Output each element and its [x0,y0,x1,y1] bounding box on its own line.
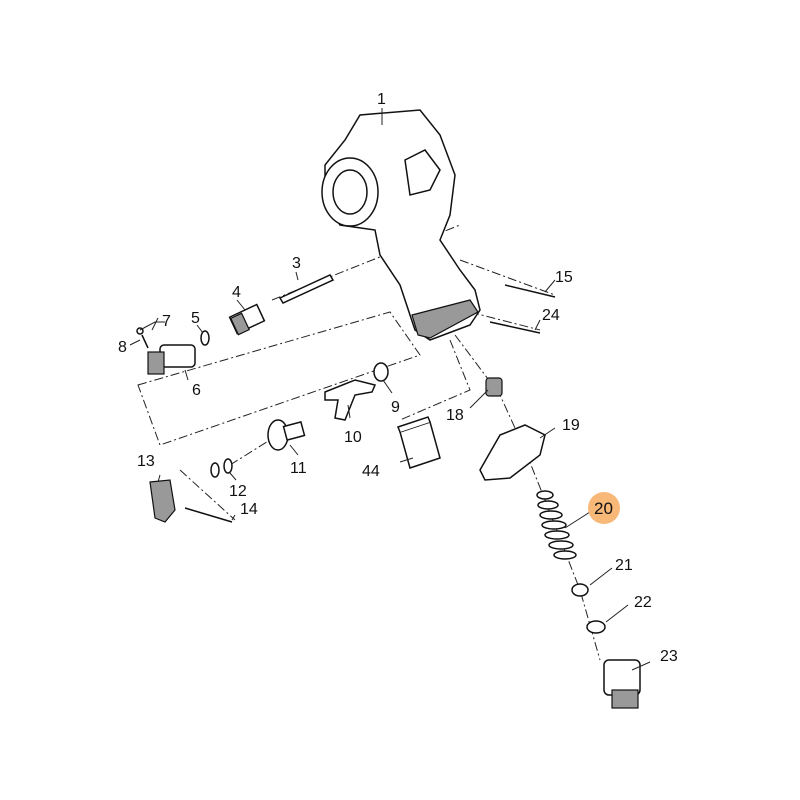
callout-1[interactable]: 1 [377,91,386,108]
part-18-fitting[interactable] [485,377,503,397]
callout-6[interactable]: 6 [192,382,201,399]
part-15-pin[interactable] [504,284,556,298]
leader-lines [129,108,651,671]
callout-3[interactable]: 3 [292,255,301,272]
part-19-plate[interactable] [479,424,546,481]
callout-7[interactable]: 7 [162,313,171,330]
part-13-trigger[interactable] [149,479,176,523]
part-5-o-ring[interactable] [200,330,210,346]
part-24-pin[interactable] [489,321,541,334]
part-44-block[interactable] [397,416,441,469]
callout-44[interactable]: 44 [362,463,380,480]
part-20-spring[interactable] [536,490,577,560]
callout-14[interactable]: 14 [240,501,258,518]
part-14-pin[interactable] [184,507,233,523]
part-12-o-rings[interactable] [210,458,233,478]
callout-23[interactable]: 23 [660,648,678,665]
callout-24[interactable]: 24 [542,307,560,324]
callout-19[interactable]: 19 [562,417,580,434]
part-10-shaft[interactable] [324,379,377,421]
callout-4[interactable]: 4 [232,284,241,301]
callout-20[interactable]: 20 [594,499,613,518]
callout-22[interactable]: 22 [634,594,652,611]
part-22-o-ring[interactable] [586,620,606,634]
callout-10[interactable]: 10 [344,429,362,446]
assembly-lines [179,224,601,661]
part-11-piston[interactable] [267,419,306,451]
part-23-inlet-fitting[interactable] [603,659,641,709]
part-8-spring[interactable] [141,334,149,349]
part-9-o-ring[interactable] [373,362,389,382]
part-1-housing[interactable] [321,109,481,341]
callout-21[interactable]: 21 [615,557,633,574]
highlight-circle-20 [588,492,620,524]
callout-labels: 1 3 4 5 6 7 8 9 10 11 12 13 14 15 18 19 … [118,91,678,665]
part-21-o-ring[interactable] [571,583,589,597]
callout-11[interactable]: 11 [290,460,307,477]
callout-9[interactable]: 9 [391,399,400,416]
callout-8[interactable]: 8 [118,339,127,356]
part-6-fitting[interactable] [147,344,196,375]
subassembly-outline [137,311,421,446]
callout-13[interactable]: 13 [137,453,155,470]
callout-18[interactable]: 18 [446,407,464,424]
callout-15[interactable]: 15 [555,269,573,286]
part-3-pin[interactable] [278,274,335,304]
callout-5[interactable]: 5 [191,310,200,327]
part-4-valve[interactable] [228,303,266,336]
callout-12[interactable]: 12 [229,483,247,500]
